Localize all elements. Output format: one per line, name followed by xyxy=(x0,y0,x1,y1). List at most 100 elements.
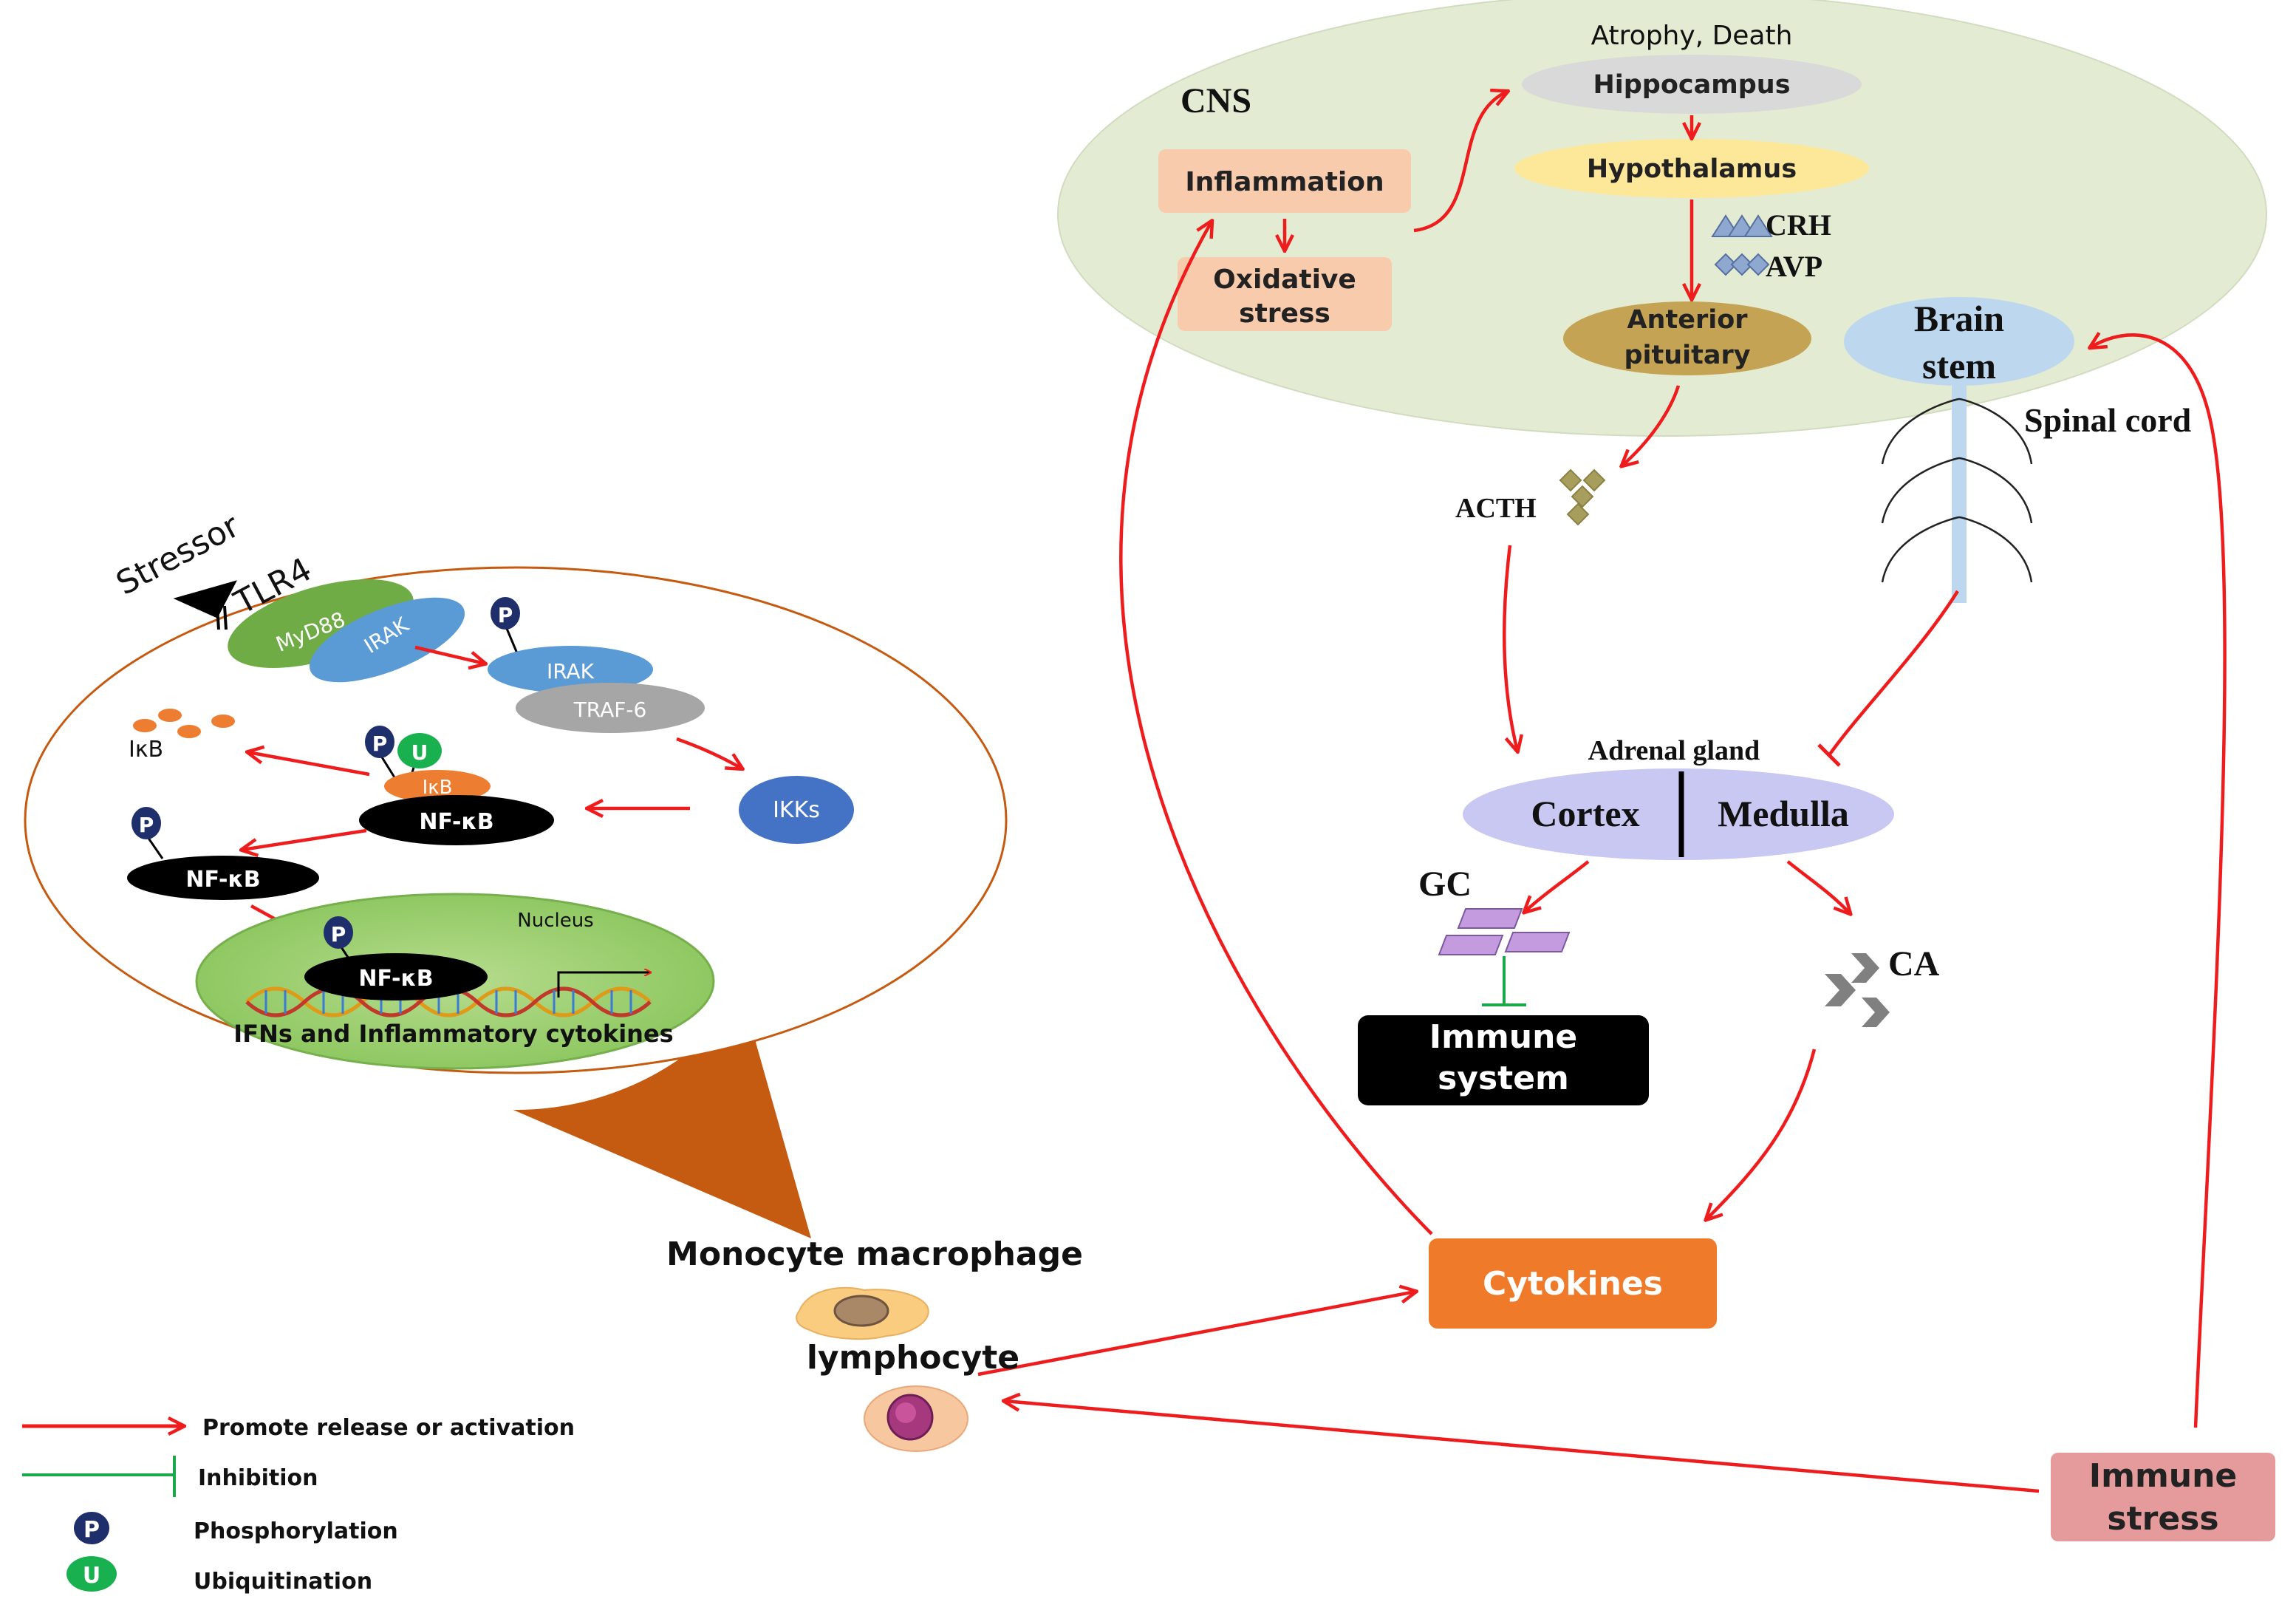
arrow-irak-traf6 xyxy=(414,645,485,664)
medulla-label: Medulla xyxy=(1718,793,1849,834)
pituitary-label: pituitary xyxy=(1624,341,1750,370)
legend-phosphorylation-label: Phosphorylation xyxy=(194,1518,398,1544)
avp-label: AVP xyxy=(1766,250,1822,283)
phospho-p-ikb: P xyxy=(372,732,388,756)
arrow-cytokines-inflammation xyxy=(1119,222,1433,1235)
legend-phospho-p: P xyxy=(83,1517,100,1543)
arrow-traf6-ikks xyxy=(676,737,742,768)
irak-node-phospho xyxy=(488,646,653,693)
stem-label: stem xyxy=(1922,345,1996,386)
spinal-cord-label: Spinal cord xyxy=(2024,401,2192,439)
tlr4-receptor-icon xyxy=(173,580,237,630)
monocyte-cell-icon xyxy=(796,1286,929,1340)
arrow-ca-cytokines xyxy=(1706,1049,1817,1219)
arrow-medulla-ca xyxy=(1786,860,1850,913)
phospho-p-nfkb: P xyxy=(139,813,154,837)
cns-label: CNS xyxy=(1181,81,1251,120)
ikks-label: IKKs xyxy=(773,797,820,823)
adrenal-title: Adrenal gland xyxy=(1588,735,1760,766)
nfkb-phospho-node xyxy=(127,856,319,900)
oxidative-label: Oxidative xyxy=(1213,265,1356,295)
system-label: system xyxy=(1438,1060,1569,1097)
arrow-immune-stress-brainstem xyxy=(2091,335,2227,1428)
anterior-label: Anterior xyxy=(1627,305,1748,335)
ca-label: CA xyxy=(1888,944,1940,983)
cytokines-box xyxy=(1429,1238,1717,1329)
monocyte-label: Monocyte macrophage xyxy=(666,1235,1083,1273)
hippocampus-node xyxy=(1522,55,1862,114)
atrophy-label: Atrophy, Death xyxy=(1591,21,1793,51)
phospho-badge-irak xyxy=(491,597,520,630)
arrow-complex-nfkb xyxy=(242,828,367,850)
oxidative-stress-box xyxy=(1178,257,1392,331)
nfkb-nucleus-node xyxy=(304,953,488,1000)
arrow-acth-adrenal xyxy=(1502,545,1517,751)
legend-ubiquitination-label: Ubiquitination xyxy=(194,1569,372,1595)
cytokines-label: Cytokines xyxy=(1483,1265,1663,1303)
crh-label: CRH xyxy=(1766,208,1831,242)
gc-receptor-icon xyxy=(1438,908,1571,955)
nfkb-bound-label: NF-κB xyxy=(419,809,493,835)
acth-diamonds-icon xyxy=(1559,468,1606,526)
ubiquitin-badge-ikb xyxy=(397,733,442,768)
anterior-pituitary-node xyxy=(1563,301,1811,375)
gc-label: GC xyxy=(1418,865,1472,904)
myd88-node xyxy=(228,579,414,668)
immune-label: Immune xyxy=(1429,1018,1578,1056)
lymphocyte-label: lymphocyte xyxy=(807,1339,1019,1377)
arrow-oxidative-hippocampus xyxy=(1413,92,1507,233)
ikb-bound-node xyxy=(384,770,491,802)
ikb-fragments xyxy=(133,709,235,738)
arrow-pituitary-acth xyxy=(1622,385,1681,466)
hypothalamus-label: Hypothalamus xyxy=(1587,154,1797,184)
phospho-badge-nfkb xyxy=(131,807,161,839)
nfkb-nucleus-label: NF-κB xyxy=(358,966,433,992)
zoom-cone xyxy=(510,1034,811,1238)
inflammation-box xyxy=(1158,149,1411,213)
p-stalk-irak xyxy=(504,624,519,654)
legend-ubiquitin-icon xyxy=(66,1556,117,1592)
immune-system-box xyxy=(1358,1015,1649,1105)
arrow-complex-ikb xyxy=(248,752,370,777)
immune-stress-label-1: Immune xyxy=(2089,1457,2238,1495)
legend-ubiquitin-u: U xyxy=(83,1563,100,1589)
inflammation-label: Inflammation xyxy=(1185,167,1384,197)
ubiquitin-u-ikb: U xyxy=(411,740,428,765)
brain-label: Brain xyxy=(1914,298,2004,339)
spinal-cord xyxy=(1952,384,1967,603)
arrow-spinal-medulla xyxy=(1828,590,1959,757)
phospho-badge-nucleus xyxy=(324,916,353,949)
arrow-immune-stress-lymphocyte xyxy=(1005,1401,2040,1493)
irak-node-initial xyxy=(309,597,465,683)
adrenal-gland xyxy=(1463,768,1894,860)
spinal-nerves xyxy=(1881,398,2033,583)
arrow-cortex-gc xyxy=(1525,860,1590,912)
immune-stress-box xyxy=(2051,1453,2275,1541)
irak-label-phospho: IRAK xyxy=(547,659,595,683)
phospho-p-nucleus: P xyxy=(331,922,346,947)
crh-triangles-icon xyxy=(1711,214,1773,237)
immune-stress-label-2: stress xyxy=(2107,1500,2218,1538)
legend-promote-label: Promote release or activation xyxy=(202,1415,575,1441)
ifns-label: IFNs and Inflammatory cytokines xyxy=(233,1020,673,1048)
cortex-label: Cortex xyxy=(1531,793,1639,834)
ikks-node xyxy=(739,776,854,844)
nfkb-phospho-label: NF-κB xyxy=(185,867,260,893)
avp-diamonds-icon xyxy=(1714,253,1770,276)
arrow-lymphocyte-cytokines xyxy=(977,1292,1415,1377)
ikb-bound-label: IκB xyxy=(423,777,453,799)
acth-label: ACTH xyxy=(1455,493,1537,524)
brain-stem-node xyxy=(1844,297,2074,386)
stress-label: stress xyxy=(1239,299,1330,329)
ikb-free-label: IκB xyxy=(129,737,163,763)
nfkb-bound-node xyxy=(359,795,554,845)
lymphocyte-cell-icon xyxy=(864,1385,968,1452)
traf6-label: TRAF-6 xyxy=(573,698,647,722)
ca-chevrons-icon xyxy=(1825,953,1890,1027)
nucleus-label: Nucleus xyxy=(517,910,593,932)
transcription-arrow xyxy=(557,972,650,998)
hippocampus-label: Hippocampus xyxy=(1593,70,1790,100)
legend-inhibition-label: Inhibition xyxy=(198,1465,318,1491)
inhibit-bar-medulla xyxy=(1817,743,1841,767)
